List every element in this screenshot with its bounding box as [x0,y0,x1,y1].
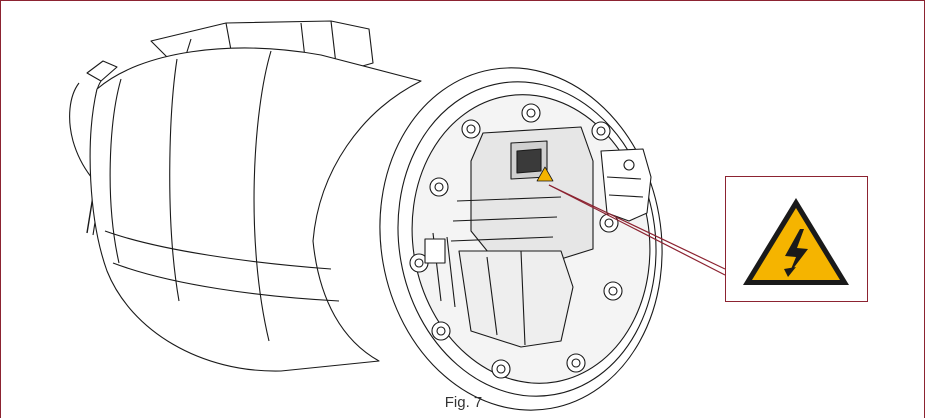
figure-caption: Fig. 7 [444,394,483,411]
high-voltage-warning-icon [743,198,849,285]
warning-callout-box [725,176,868,302]
